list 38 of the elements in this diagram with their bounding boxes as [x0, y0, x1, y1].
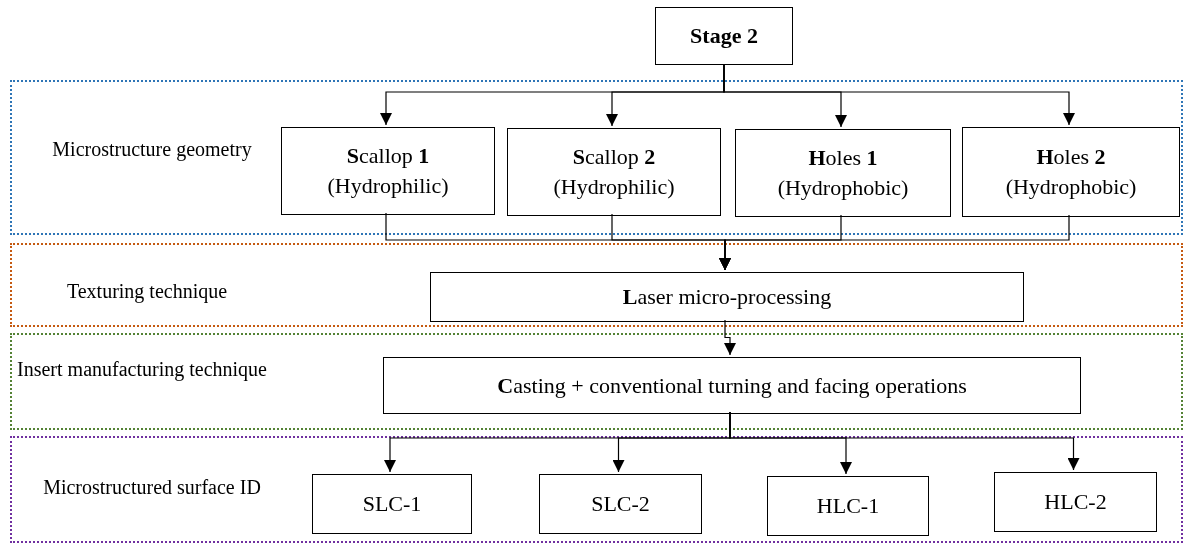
box-text: Scallop 1: [346, 142, 430, 170]
process-box: [655, 7, 793, 65]
box-text: HLC-2: [1044, 488, 1107, 516]
box-text: HLC-1: [816, 492, 880, 520]
stage-band: [10, 80, 1183, 235]
box-text: Holes 1: [808, 144, 878, 172]
process-box: [767, 476, 929, 536]
process-box: [994, 472, 1157, 532]
band-label: Microstructured surface ID: [42, 475, 262, 500]
box-text: (Hydrophobic): [1005, 173, 1137, 201]
box-text: Stage 2: [690, 22, 758, 50]
stage-band: [10, 333, 1183, 430]
process-box: [539, 474, 702, 534]
process-box: [430, 272, 1024, 322]
process-box: [507, 128, 721, 216]
band-label: Texturing technique: [65, 279, 229, 305]
box-text: (Hydrophilic): [327, 172, 449, 200]
box-text: Casting + conventional turning and facing operations: [497, 371, 967, 400]
stage-band: [10, 243, 1183, 327]
process-box: [312, 474, 472, 534]
arrow: [719, 214, 1070, 271]
process-box: [735, 129, 951, 217]
band-label: Insert manufacturing technique: [17, 357, 267, 383]
process-box: [962, 127, 1180, 217]
arrow: [723, 64, 1075, 126]
box-text: Laser micro-processing: [622, 283, 832, 311]
process-box: [383, 357, 1081, 414]
process-box: [281, 127, 495, 215]
box-text: SLC-2: [591, 490, 650, 518]
arrow: [729, 411, 1080, 471]
box-text: Scallop 2: [572, 143, 656, 171]
stage-band: [10, 436, 1183, 543]
box-text: (Hydrophilic): [553, 173, 675, 201]
box-text: Holes 2: [1036, 143, 1106, 171]
box-text: SLC-1: [362, 490, 422, 518]
band-label: Microstructure geometry: [51, 137, 253, 163]
arrow: [724, 319, 736, 356]
box-text: (Hydrophobic): [777, 174, 909, 202]
